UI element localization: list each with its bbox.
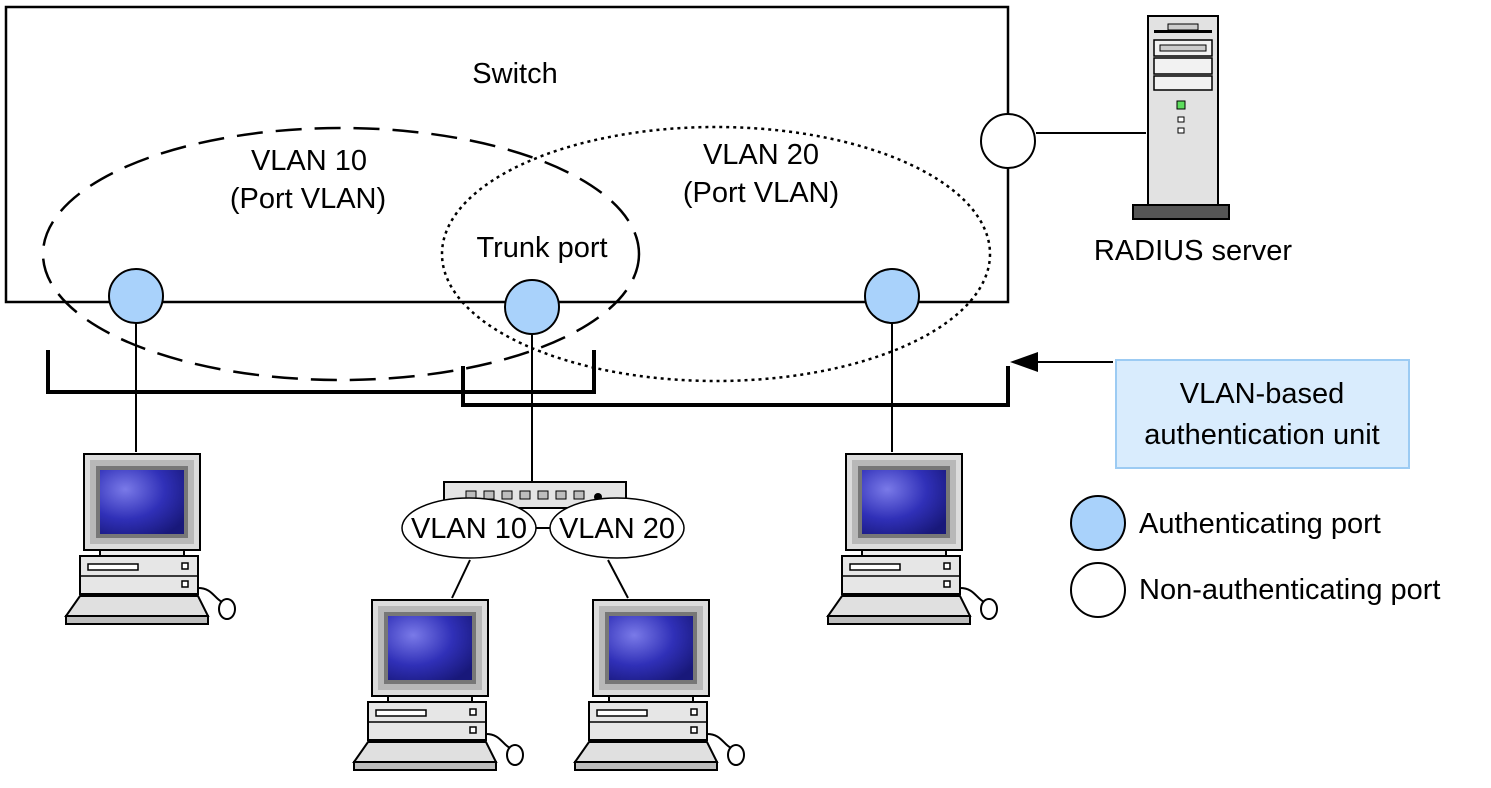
vlan20-name: VLAN 20 xyxy=(703,139,819,171)
arrow-head xyxy=(1010,352,1038,372)
vlan10-name: VLAN 10 xyxy=(251,145,367,177)
desktop-computer-icon xyxy=(65,453,236,625)
vlan10-unit-bracket xyxy=(46,350,596,394)
authenticating-port-vlan20 xyxy=(864,268,920,324)
hub-tag-vlan20-label: VLAN 20 xyxy=(559,513,675,545)
trunk-port-label: Trunk port xyxy=(476,232,607,264)
desktop-computer-icon xyxy=(574,599,745,771)
vlan20-unit-bracket xyxy=(461,366,1010,407)
legend-authenticating-swatch xyxy=(1070,495,1126,551)
authenticating-port-vlan10 xyxy=(108,268,164,324)
vlan20-tag xyxy=(549,497,685,559)
switch-box xyxy=(4,5,1010,304)
desktop-computer-icon xyxy=(827,453,998,625)
vlan20-region xyxy=(440,125,992,383)
switch-title: Switch xyxy=(472,58,557,90)
radius-server-label: RADIUS server xyxy=(1094,235,1293,267)
legend-non-authenticating-label: Non-authenticating port xyxy=(1139,574,1440,606)
legend-authenticating-label: Authenticating port xyxy=(1139,508,1381,540)
callout-line2: authentication unit xyxy=(1144,419,1379,451)
callout-line1: VLAN-based xyxy=(1180,378,1344,410)
vlan20-type: (Port VLAN) xyxy=(683,177,839,209)
non-authenticating-port-server xyxy=(980,113,1036,169)
hub-tag-vlan10-label: VLAN 10 xyxy=(411,513,527,545)
desktop-computer-icon xyxy=(353,599,524,771)
vlan-based-unit-callout xyxy=(1115,359,1410,469)
vlan10-region xyxy=(41,126,641,382)
authenticating-port-trunk xyxy=(504,279,560,335)
vlan10-type: (Port VLAN) xyxy=(230,183,386,215)
legend-non-authenticating-swatch xyxy=(1070,562,1126,618)
server-tower-icon xyxy=(1132,15,1230,220)
vlan10-tag xyxy=(401,497,537,559)
